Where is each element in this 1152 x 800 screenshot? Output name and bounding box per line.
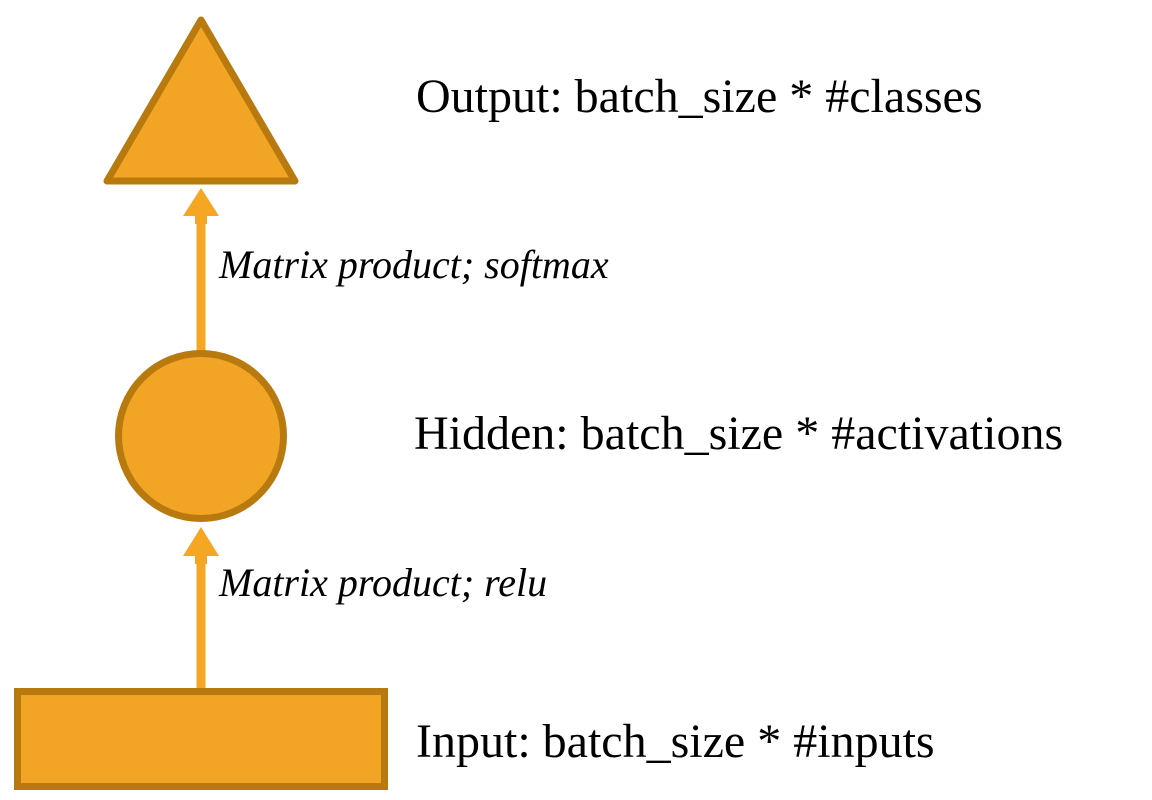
arrow-head [183, 188, 219, 224]
output-node-triangle[interactable] [103, 16, 299, 185]
output-node-label: Output: batch_size * #classes [416, 70, 983, 123]
edge-hidden-to-output-arrow[interactable] [183, 188, 219, 352]
input-node-label: Input: batch_size * #inputs [416, 715, 935, 768]
arrow-head [183, 527, 219, 564]
edge-label-input-to-hidden: Matrix product; relu [219, 560, 548, 605]
hidden-node-circle[interactable] [115, 350, 287, 522]
arrow-shaft [196, 205, 206, 352]
input-node-rectangle[interactable] [14, 688, 388, 790]
hidden-node-label: Hidden: batch_size * #activations [414, 407, 1064, 460]
edge-label-hidden-to-output: Matrix product; softmax [219, 242, 609, 287]
edge-input-to-hidden-arrow[interactable] [183, 527, 219, 688]
arrow-shaft [196, 545, 206, 688]
